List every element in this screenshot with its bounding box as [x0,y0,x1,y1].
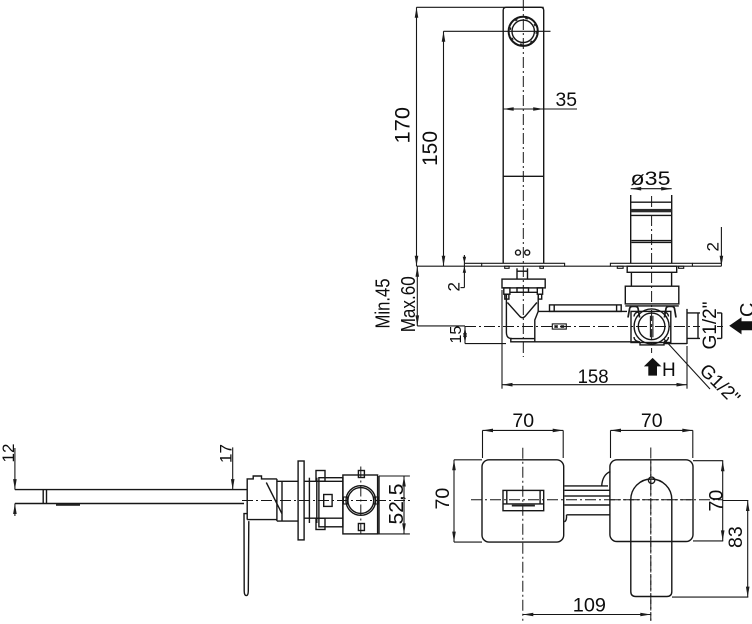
svg-text:83: 83 [725,526,747,548]
svg-text:70: 70 [705,490,727,512]
svg-text:C: C [737,303,752,317]
svg-text:70: 70 [512,410,534,432]
svg-text:170: 170 [392,107,415,144]
svg-text:Max.60: Max.60 [398,276,420,332]
svg-text:Min.45: Min.45 [373,279,395,329]
svg-text:ø35: ø35 [631,168,671,190]
svg-text:17: 17 [217,444,236,463]
svg-text:70: 70 [641,410,663,432]
svg-text:15: 15 [448,326,465,344]
svg-text:70: 70 [432,488,454,510]
svg-text:12: 12 [0,444,18,463]
svg-text:35: 35 [556,89,578,111]
svg-text:150: 150 [419,131,442,166]
svg-text:2: 2 [445,282,464,291]
svg-text:2: 2 [704,242,723,251]
svg-text:109: 109 [573,595,606,617]
svg-text:G1/2": G1/2" [700,302,721,350]
svg-text:H: H [662,360,676,381]
svg-text:52,5: 52,5 [386,484,408,525]
svg-text:158: 158 [578,366,609,388]
